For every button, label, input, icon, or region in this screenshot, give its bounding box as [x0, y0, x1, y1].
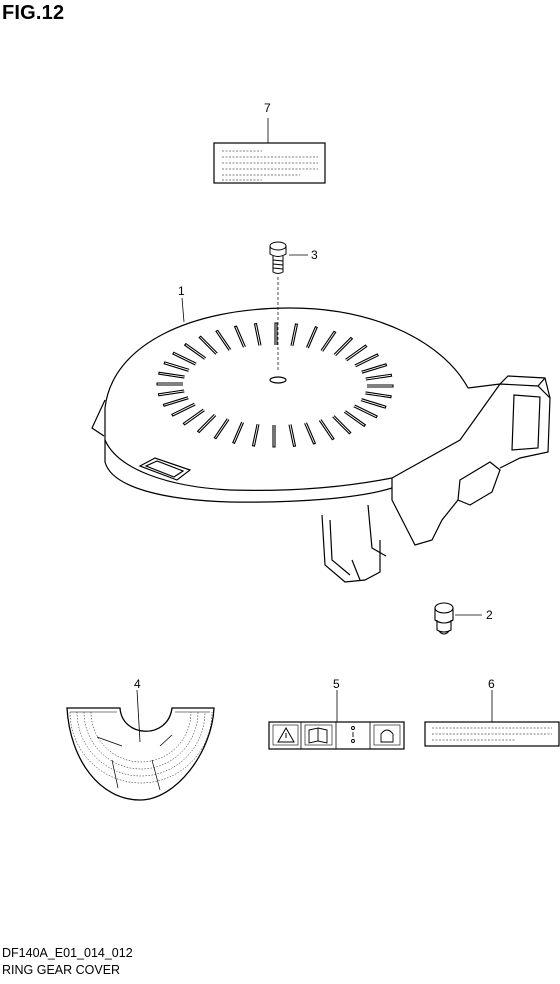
- vent-slot: [361, 363, 388, 374]
- callout-2: 2: [486, 608, 493, 622]
- mat-hatch-line: [76, 711, 206, 777]
- mat-hatch-line: [83, 711, 199, 770]
- vent-slot: [360, 398, 387, 409]
- vent-slot: [318, 419, 335, 441]
- vent-slot: [196, 414, 217, 434]
- vent-slot: [158, 371, 185, 379]
- vent-slot: [288, 424, 297, 448]
- vent-slot: [320, 330, 337, 352]
- vent-slot: [172, 351, 197, 366]
- figure-title: FIG.12: [2, 2, 65, 24]
- vent-slot: [198, 335, 218, 355]
- part-7-label: [213, 142, 326, 184]
- vent-slot: [354, 353, 379, 368]
- callout-6: 6: [488, 677, 495, 691]
- vent-slot: [163, 361, 190, 372]
- callout-3: 3: [311, 248, 318, 262]
- callout-leaders: [136, 118, 493, 743]
- vent-slot: [233, 325, 246, 348]
- vent-slot: [253, 322, 262, 346]
- vent-slot: [305, 325, 318, 349]
- part-2-grommet: [434, 602, 454, 635]
- warning-triangle-icon: [277, 726, 295, 743]
- vent-slot: [232, 421, 245, 445]
- callout-4: 4: [134, 677, 141, 691]
- part-1-ring-gear-cover: [91, 307, 551, 583]
- mat-hatch-line: [69, 711, 213, 784]
- figure-code: DF140A_E01_014_012: [2, 946, 133, 960]
- vent-slot: [304, 422, 317, 445]
- vent-slot: [215, 329, 232, 351]
- part-3-bolt: [269, 241, 287, 372]
- vent-slot: [343, 410, 367, 428]
- callout-5: 5: [333, 677, 340, 691]
- vent-slot: [251, 423, 260, 447]
- part-6-label: [424, 721, 560, 747]
- part-4-ring-mat: [66, 707, 215, 801]
- cover-vent-slots: [156, 322, 394, 448]
- vent-slot: [171, 402, 196, 417]
- hot-surface-icon: [380, 729, 394, 743]
- vent-slot: [353, 404, 378, 419]
- vent-slot: [333, 336, 354, 356]
- vent-slot: [272, 425, 276, 448]
- vent-slot: [332, 415, 352, 435]
- vent-slot: [365, 391, 392, 399]
- vent-slot: [367, 384, 394, 388]
- vent-slot: [156, 382, 183, 386]
- engine-stop-icon: [351, 726, 355, 743]
- vent-slot: [183, 342, 207, 360]
- figure-name: RING GEAR COVER: [2, 963, 121, 977]
- manual-book-icon: [308, 727, 328, 744]
- part-5-warning-label: [268, 721, 405, 750]
- vent-slot: [345, 344, 368, 362]
- vent-slot: [157, 389, 185, 397]
- callout-1: 1: [178, 284, 185, 298]
- vent-slot: [162, 396, 189, 407]
- vent-slot: [290, 323, 299, 347]
- callout-7: 7: [264, 101, 271, 115]
- vent-slot: [274, 322, 278, 345]
- vent-slot: [182, 408, 205, 426]
- mat-hatch-line: [90, 711, 192, 763]
- vent-slot: [365, 373, 393, 381]
- vent-slot: [213, 418, 230, 440]
